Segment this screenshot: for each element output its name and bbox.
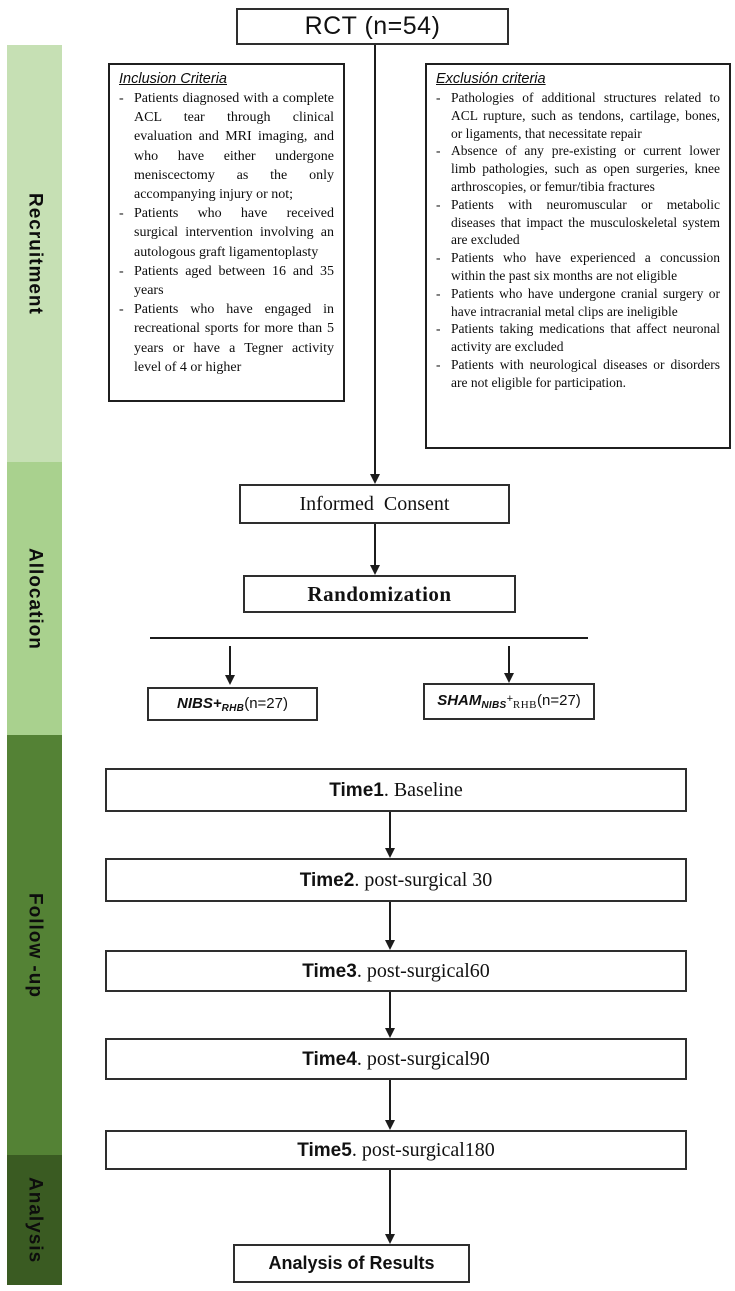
phase-label-recruitment: Recruitment [24, 192, 46, 315]
exclusion-item: - Pathologies of additional structures r… [436, 89, 720, 142]
arrow-time3-time4 [385, 992, 395, 1038]
inclusion-criteria-box: Inclusion Criteria - Patients diagnosed … [108, 63, 345, 402]
rct-label: RCT (n=54) [304, 12, 441, 40]
arrow-rct-to-consent [370, 45, 380, 484]
bullet-dash: - [119, 302, 124, 318]
exclusion-item-text: Patients who have undergone cranial surg… [451, 285, 720, 319]
sham-arm-box: SHAMNIBS+RHB(n=27) [423, 683, 595, 720]
informed-consent-label: Informed Consent [299, 492, 450, 515]
time4-label: Time4. post-surgical90 [302, 1047, 490, 1070]
bullet-dash: - [436, 250, 441, 266]
exclusion-item-text: Pathologies of additional structures rel… [451, 90, 720, 141]
randomization-label: Randomization [307, 581, 452, 606]
arrowhead-icon [385, 848, 395, 858]
inclusion-criteria-title: Inclusion Criteria [119, 71, 227, 87]
time2-box: Time2. post-surgical 30 [105, 858, 687, 902]
nibs-arm-label: NIBS+RHB(n=27) [177, 694, 288, 714]
inclusion-item: - Patients who have received surgical in… [119, 204, 334, 262]
inclusion-item: - Patients who have engaged in recreatio… [119, 300, 334, 377]
phase-band-allocation: Allocation [7, 462, 62, 735]
time5-label: Time5. post-surgical180 [297, 1138, 495, 1161]
bullet-dash: - [119, 206, 124, 222]
bullet-dash: - [119, 91, 124, 106]
time2-label: Time2. post-surgical 30 [299, 868, 493, 891]
arrowhead-icon [385, 1120, 395, 1130]
time4-box: Time4. post-surgical90 [105, 1038, 687, 1080]
exclusion-criteria-box: Exclusión criteria - Pathologies of addi… [425, 63, 731, 449]
arrowhead-icon [225, 675, 235, 685]
exclusion-item: - Patients taking medications that affec… [436, 320, 720, 356]
exclusion-item-text: Patients taking medications that affect … [451, 321, 720, 355]
arrow-consent-to-randomization [370, 524, 380, 575]
arrowhead-icon [370, 474, 380, 484]
arrow-time2-time3 [385, 902, 395, 950]
bullet-dash: - [436, 321, 441, 337]
arrow-time1-time2 [385, 812, 395, 858]
analysis-results-box: Analysis of Results [233, 1244, 470, 1283]
arrow-to-nibs-arm [225, 646, 235, 685]
exclusion-item-text: Patients who have experienced a concussi… [451, 250, 720, 283]
arrowhead-icon [385, 940, 395, 950]
time3-box: Time3. post-surgical60 [105, 950, 687, 992]
rct-box: RCT (n=54) [236, 8, 509, 45]
phase-band-recruitment: Recruitment [7, 45, 62, 462]
phase-label-analysis: Analysis [24, 1176, 46, 1264]
time1-label: Time1. Baseline [329, 778, 463, 801]
inclusion-item-text: Patients diagnosed with a complete ACL t… [134, 91, 334, 203]
exclusion-item: - Patients who have undergone cranial su… [436, 285, 720, 321]
inclusion-item-text: Patients who have received surgical inte… [134, 206, 334, 260]
phase-label-allocation: Allocation [24, 547, 46, 650]
bullet-dash: - [119, 263, 124, 279]
arrowhead-icon [385, 1028, 395, 1038]
inclusion-item-text: Patients who have engaged in recreationa… [134, 302, 334, 375]
arrowhead-icon [385, 1234, 395, 1244]
inclusion-item-text: Patients aged between 16 and 35 years [134, 263, 334, 299]
bullet-dash: - [436, 285, 441, 301]
arrowhead-icon [504, 673, 514, 683]
exclusion-item: - Absence of any pre-existing or current… [436, 142, 720, 195]
bullet-dash: - [436, 90, 441, 105]
nibs-arm-box: NIBS+RHB(n=27) [147, 687, 318, 721]
randomization-box: Randomization [243, 575, 516, 613]
inclusion-item: - Patients diagnosed with a complete ACL… [119, 89, 334, 204]
arrow-time4-time5 [385, 1080, 395, 1130]
arrowhead-icon [370, 565, 380, 575]
exclusion-criteria-title: Exclusión criteria [436, 71, 546, 87]
bullet-dash: - [436, 196, 441, 212]
arrow-time5-analysis [385, 1170, 395, 1244]
phase-band-analysis: Analysis [7, 1155, 62, 1285]
sham-arm-label: SHAMNIBS+RHB(n=27) [437, 692, 581, 711]
exclusion-item-text: Patients with neurological diseases or d… [451, 356, 720, 390]
exclusion-item: - Patients who have experienced a concus… [436, 249, 720, 285]
bullet-dash: - [436, 143, 441, 159]
exclusion-item: - Patients with neurological diseases or… [436, 356, 720, 392]
analysis-results-label: Analysis of Results [268, 1253, 435, 1273]
time1-box: Time1. Baseline [105, 768, 687, 812]
time3-label: Time3. post-surgical60 [302, 959, 490, 982]
phase-band-followup: Follow -up [7, 735, 62, 1155]
time5-box: Time5. post-surgical180 [105, 1130, 687, 1170]
exclusion-item-text: Absence of any pre-existing or current l… [451, 143, 720, 194]
arrow-to-sham-arm [504, 646, 514, 683]
exclusion-item-text: Patients with neuromuscular or metabolic… [451, 196, 720, 248]
phase-label-followup: Follow -up [24, 892, 46, 998]
inclusion-item: - Patients aged between 16 and 35 years [119, 262, 334, 300]
exclusion-item: - Patients with neuromuscular or metabol… [436, 196, 720, 249]
bullet-dash: - [436, 356, 441, 372]
branch-line [150, 637, 588, 639]
informed-consent-box: Informed Consent [239, 484, 510, 524]
